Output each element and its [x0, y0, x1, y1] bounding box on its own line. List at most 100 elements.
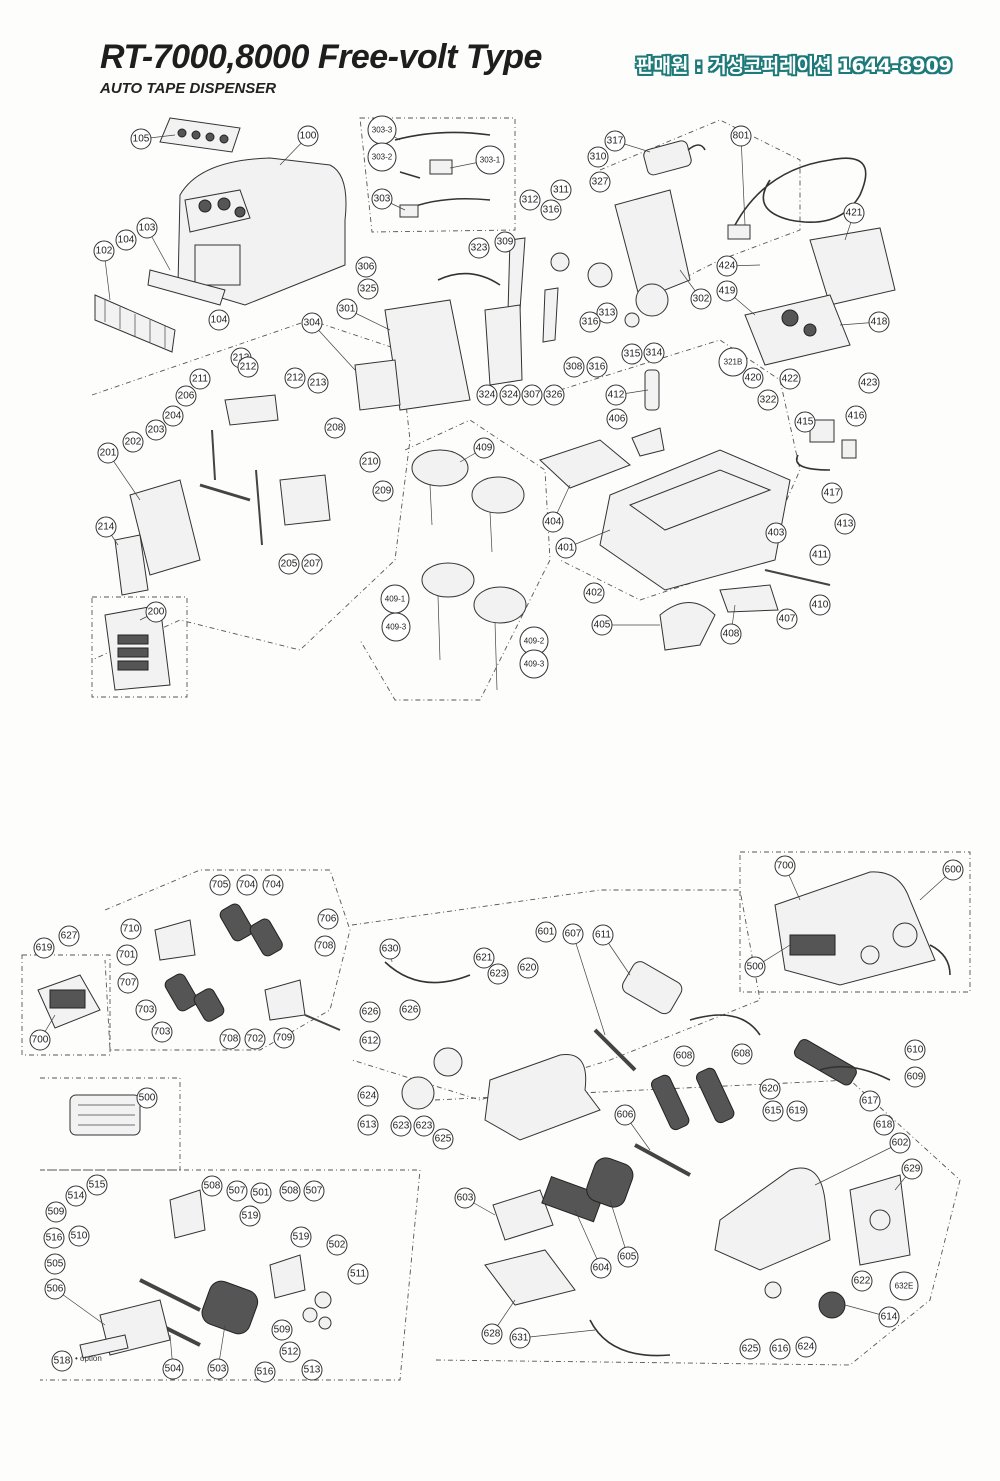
- part-number: 608: [676, 1051, 693, 1062]
- part-callout: 206: [175, 385, 197, 407]
- part-callout: 422: [779, 368, 801, 390]
- part-callout: 407: [776, 608, 798, 630]
- part-number: 418: [871, 317, 888, 328]
- part-callout: 509: [45, 1201, 67, 1223]
- part-callout: 423: [858, 372, 880, 394]
- part-number: 311: [553, 185, 569, 196]
- part-number: 409-3: [386, 623, 407, 632]
- part-number: 500: [139, 1093, 156, 1104]
- part-callout: 623: [413, 1115, 435, 1137]
- part-number: 515: [89, 1180, 106, 1191]
- part-number: 606: [617, 1110, 634, 1121]
- part-callout: 409-3: [381, 612, 411, 642]
- part-callout: 307: [521, 384, 543, 406]
- part-number: 424: [719, 261, 736, 272]
- part-callout: 418: [868, 311, 890, 333]
- part-callout: 700: [29, 1029, 51, 1051]
- part-number: 700: [777, 861, 794, 872]
- part-number: 415: [797, 417, 814, 428]
- part-number: 325: [360, 284, 377, 295]
- leader-line: [311, 322, 356, 371]
- part-callout: 409: [473, 437, 495, 459]
- part-number: 610: [907, 1045, 924, 1056]
- part-number: 509: [274, 1325, 291, 1336]
- part-number: 213: [310, 378, 327, 389]
- part-callout: 627: [58, 925, 80, 947]
- part-callout: 406: [606, 408, 628, 430]
- part-number: 303: [374, 194, 391, 205]
- part-number: 409-3: [524, 660, 545, 669]
- part-callout: 317: [604, 130, 626, 152]
- part-number: 632E: [895, 1282, 914, 1291]
- group-boxes-top: [91, 117, 801, 701]
- part-callout: 704: [236, 874, 258, 896]
- part-callout: 211: [189, 368, 211, 390]
- part-callout: 303-3: [367, 115, 397, 145]
- part-number: 203: [148, 425, 165, 436]
- part-callout: 508: [201, 1175, 223, 1197]
- part-callout: 100: [297, 125, 319, 147]
- part-number: 703: [154, 1027, 171, 1038]
- leader-line: [574, 1209, 602, 1269]
- part-number: 321B: [724, 358, 743, 367]
- part-callout: 210: [359, 451, 381, 473]
- part-number: 104: [118, 235, 135, 246]
- part-number: 317: [607, 136, 624, 147]
- part-number: 611: [595, 930, 611, 941]
- part-callout: 417: [821, 482, 843, 504]
- part-number: 519: [242, 1211, 259, 1222]
- part-callout: 601: [535, 921, 557, 943]
- part-callout: 410: [809, 594, 831, 616]
- part-number: 703: [138, 1005, 155, 1016]
- part-number: 607: [565, 929, 582, 940]
- part-callout: 604: [590, 1257, 612, 1279]
- part-number: 316: [582, 317, 599, 328]
- part-callout: 323: [468, 237, 490, 259]
- part-number: 315: [624, 349, 641, 360]
- part-callout: 303: [371, 188, 393, 210]
- part-number: 507: [306, 1186, 323, 1197]
- part-number: 212: [240, 362, 257, 373]
- part-callout: 203: [145, 419, 167, 441]
- top-parts: [94, 117, 896, 691]
- part-callout: 325: [357, 278, 379, 300]
- part-callout: 315: [621, 343, 643, 365]
- part-number: 506: [47, 1284, 64, 1295]
- bottom-parts: [37, 871, 951, 1359]
- part-callout: 313: [596, 302, 618, 324]
- part-callout: 308: [563, 356, 585, 378]
- part-callout: 600: [942, 859, 964, 881]
- part-callout: 324: [476, 384, 498, 406]
- part-callout: 509: [271, 1319, 293, 1341]
- part-callout: 702: [244, 1028, 266, 1050]
- part-callout: 514: [65, 1185, 87, 1207]
- part-number: 102: [96, 246, 113, 257]
- part-number: 629: [904, 1164, 921, 1175]
- part-number: 710: [123, 924, 140, 935]
- part-callout: 615: [762, 1100, 784, 1122]
- part-number: 404: [545, 517, 562, 528]
- part-number: 501: [253, 1188, 270, 1199]
- part-number: 410: [812, 600, 829, 611]
- part-callout: 102: [93, 240, 115, 262]
- part-callout: 710: [120, 918, 142, 940]
- part-number: 409: [476, 443, 493, 454]
- part-callout: 204: [162, 405, 184, 427]
- part-number: 604: [593, 1263, 610, 1274]
- part-number: 507: [229, 1186, 246, 1197]
- part-callout: 202: [122, 431, 144, 453]
- part-number: 105: [133, 134, 150, 145]
- part-callout: 401: [555, 537, 577, 559]
- part-number: 619: [789, 1106, 806, 1117]
- part-number: 207: [304, 559, 321, 570]
- part-callout: 519: [239, 1205, 261, 1227]
- part-number: 322: [760, 395, 777, 406]
- part-number: 200: [148, 607, 165, 618]
- part-callout: 603: [454, 1187, 476, 1209]
- part-callout: 302: [690, 288, 712, 310]
- part-callout: 505: [44, 1253, 66, 1275]
- part-callout: 709: [273, 1027, 295, 1049]
- part-callout: 605: [617, 1246, 639, 1268]
